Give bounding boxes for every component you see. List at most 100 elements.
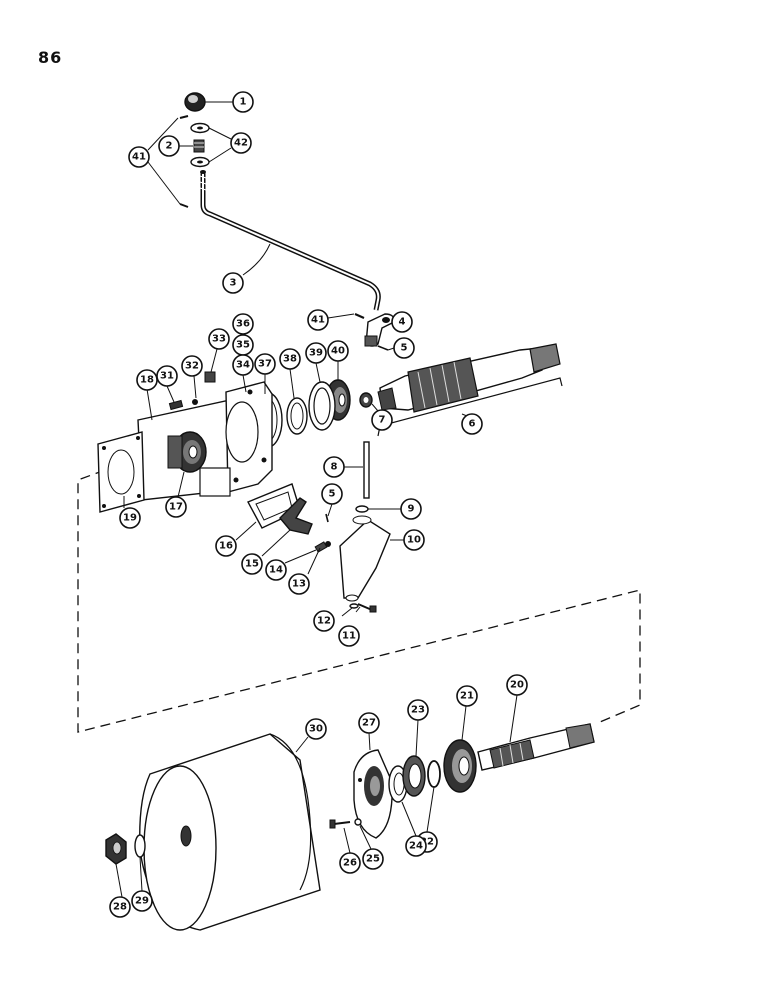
callout-5-upper: 5 (393, 337, 415, 359)
callout-7: 7 (371, 409, 393, 431)
svg-text:12: 12 (317, 616, 331, 627)
ball-part-13 (325, 541, 331, 547)
callout-17: 17 (165, 496, 187, 518)
callout-24: 24 (405, 835, 427, 857)
svg-text:2: 2 (166, 141, 173, 152)
callout-10: 10 (403, 529, 425, 551)
svg-text:24: 24 (409, 841, 423, 852)
plug-part-32 (192, 399, 198, 405)
svg-text:15: 15 (245, 559, 259, 570)
svg-text:9: 9 (408, 504, 415, 515)
svg-text:5: 5 (329, 489, 336, 500)
callout-14: 14 (265, 559, 287, 581)
callout-1: 1 (232, 91, 254, 113)
svg-text:4: 4 (399, 317, 406, 328)
svg-text:11: 11 (342, 631, 356, 642)
callout-28: 28 (109, 896, 131, 918)
housing-part-18 (137, 381, 273, 501)
snap-ring-part-22 (427, 760, 441, 788)
callout-29: 29 (131, 890, 153, 912)
svg-text:28: 28 (113, 902, 127, 913)
callout-20: 20 (506, 674, 528, 696)
callout-33: 33 (208, 328, 230, 350)
assembly-boundary-dashed (77, 469, 641, 733)
bolt-part-11 (357, 603, 377, 613)
washer-part-42-upper (190, 122, 210, 134)
lockwasher-part-25 (354, 818, 362, 826)
callout-31: 31 (156, 365, 178, 387)
callout-36: 36 (232, 313, 254, 335)
plug-part-33 (204, 371, 216, 383)
svg-text:33: 33 (212, 334, 226, 345)
svg-text:29: 29 (135, 896, 149, 907)
drum-pulley-part-30 (139, 733, 321, 931)
svg-text:39: 39 (309, 348, 323, 359)
callout-34: 34 (232, 354, 254, 376)
svg-text:19: 19 (123, 513, 137, 524)
svg-text:1: 1 (240, 97, 247, 108)
svg-text:41: 41 (132, 152, 146, 163)
svg-text:3: 3 (230, 278, 237, 289)
o-ring-part-9 (355, 505, 369, 513)
svg-text:5: 5 (401, 343, 408, 354)
svg-text:37: 37 (258, 359, 272, 370)
pin-part-8 (363, 441, 370, 499)
callout-21: 21 (456, 685, 478, 707)
callout-23: 23 (407, 699, 429, 721)
svg-text:38: 38 (283, 354, 297, 365)
callout-2: 2 (158, 135, 180, 157)
callout-18: 18 (136, 369, 158, 391)
svg-text:30: 30 (309, 724, 323, 735)
shifter-housing-part-10 (339, 515, 391, 602)
svg-text:17: 17 (169, 502, 183, 513)
gasket-part-19 (97, 431, 145, 513)
callout-9: 9 (400, 498, 422, 520)
callout-4: 4 (391, 311, 413, 333)
svg-text:7: 7 (379, 415, 386, 426)
svg-text:42: 42 (234, 138, 248, 149)
pin-part-41-lower (179, 203, 189, 208)
bearing-part-21 (443, 739, 477, 793)
callout-41-lower: 41 (307, 309, 329, 331)
svg-text:27: 27 (362, 718, 376, 729)
pin-part-5-lower (325, 513, 329, 523)
callout-19: 19 (119, 507, 141, 529)
callout-25: 25 (362, 848, 384, 870)
callout-11: 11 (338, 625, 360, 647)
bearing-cup-part-39 (308, 381, 336, 431)
shifter-collar-part-17 (167, 431, 207, 473)
svg-text:21: 21 (460, 691, 474, 702)
lockwasher-part-12 (349, 603, 359, 609)
bolt-part-26 (329, 819, 351, 829)
shift-rod-part-3 (199, 170, 381, 311)
svg-text:23: 23 (411, 705, 425, 716)
callout-5-lower: 5 (321, 483, 343, 505)
svg-text:41: 41 (311, 315, 325, 326)
svg-text:13: 13 (292, 579, 306, 590)
knob-part-1 (184, 92, 206, 112)
callout-13: 13 (288, 573, 310, 595)
shift-arm-part-4 (364, 313, 395, 347)
callout-32: 32 (181, 355, 203, 377)
callout-37: 37 (254, 353, 276, 375)
nut-part-28 (105, 833, 127, 865)
callout-6: 6 (461, 413, 483, 435)
callout-16: 16 (215, 535, 237, 557)
svg-text:25: 25 (366, 854, 380, 865)
output-shaft-part-20 (477, 723, 595, 771)
svg-text:20: 20 (510, 680, 524, 691)
svg-text:18: 18 (140, 375, 154, 386)
callout-38: 38 (279, 348, 301, 370)
bolt-part-31 (168, 399, 184, 411)
flange-part-27 (353, 749, 393, 839)
bushing-part-7 (359, 392, 373, 408)
pin-part-5-upper (377, 345, 389, 351)
svg-text:35: 35 (236, 340, 250, 351)
spring-part-2 (193, 139, 205, 153)
callout-12: 12 (313, 610, 335, 632)
svg-text:40: 40 (331, 346, 345, 357)
callout-30: 30 (305, 718, 327, 740)
svg-text:36: 36 (236, 319, 250, 330)
leader-lines (115, 101, 518, 898)
callout-35: 35 (232, 334, 254, 356)
